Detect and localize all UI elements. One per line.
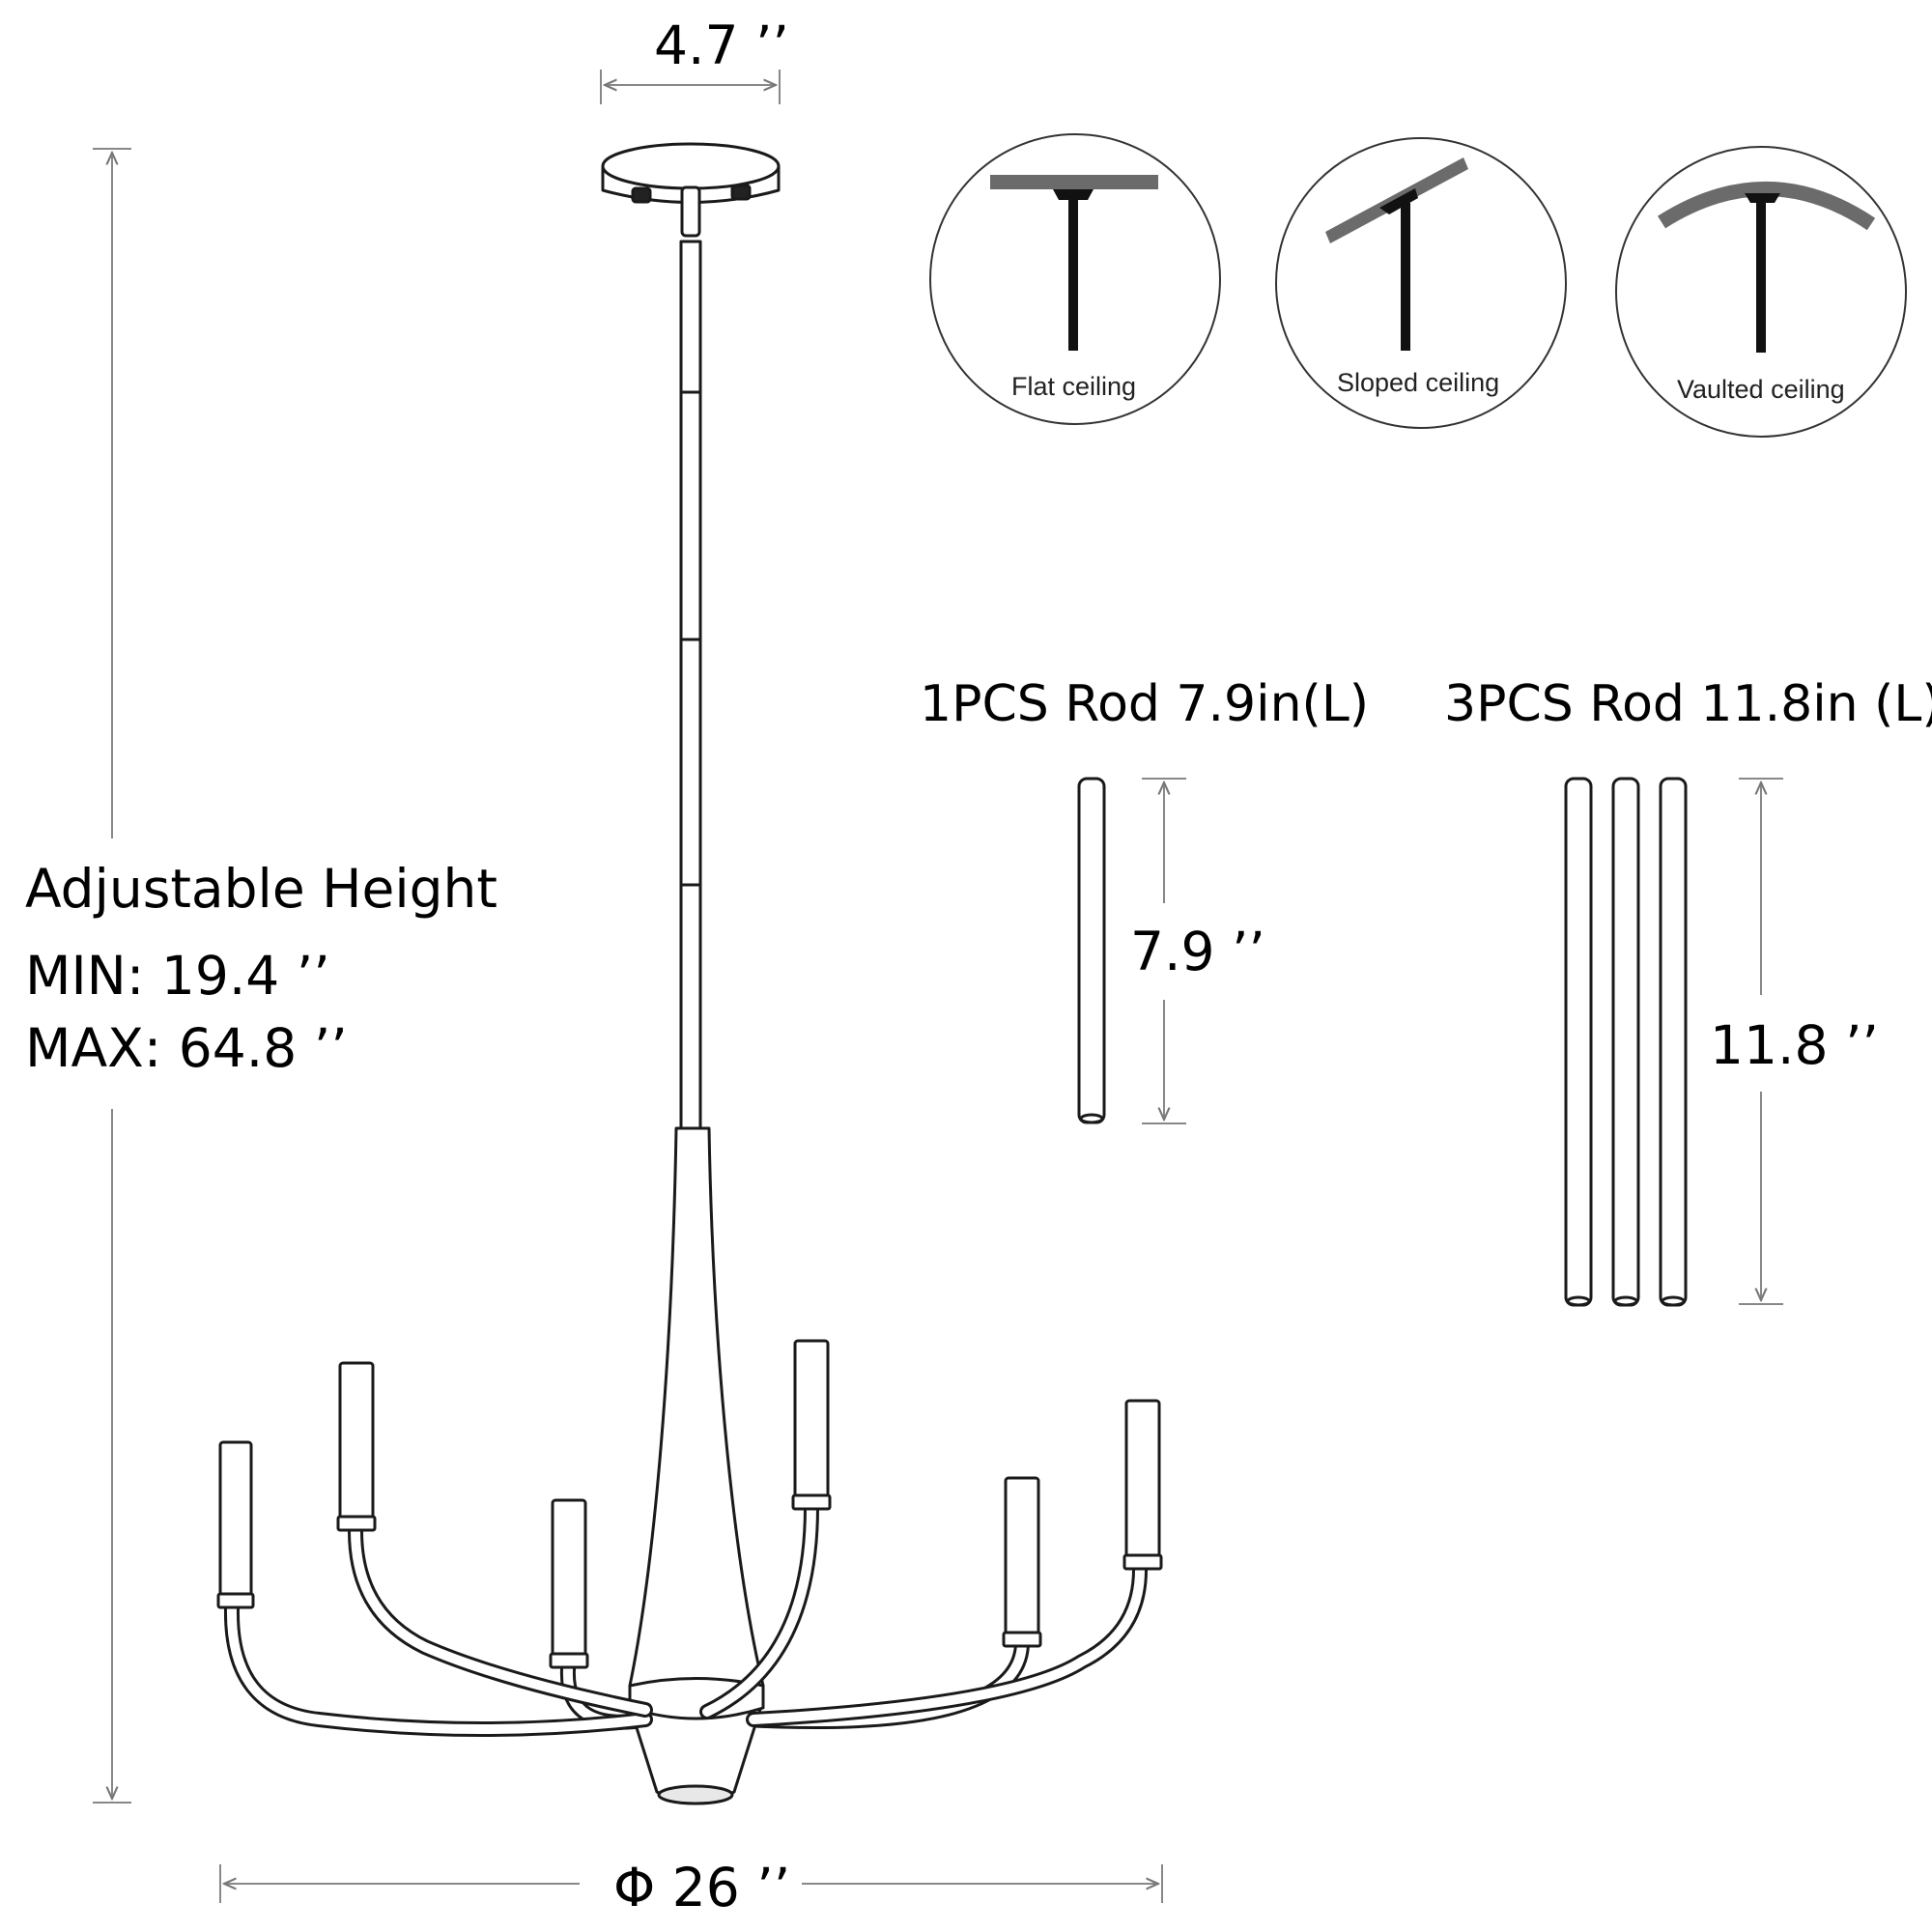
long-rod-length-label: 11.8 ’’ (1710, 1014, 1879, 1076)
long-rod-caption: 3PCS Rod 11.8in (L) (1444, 675, 1932, 733)
chandelier-body (628, 1126, 765, 1688)
sloped-ceiling-label: Sloped ceiling (1337, 368, 1500, 397)
min-height-label: MIN: 19.4 ’’ (25, 945, 330, 1007)
flat-ceiling-label: Flat ceiling (1011, 372, 1137, 401)
sloped-ceiling-icon (1275, 137, 1567, 429)
canopy (601, 142, 781, 238)
short-rod (1077, 777, 1106, 1124)
chandelier-drawing (216, 142, 1163, 1805)
flat-ceiling-icon (929, 133, 1221, 425)
arm-left-inner (351, 1526, 650, 1715)
long-rod-2 (1611, 777, 1640, 1307)
long-rod-1 (1564, 777, 1593, 1307)
candle-socket-2 (336, 1361, 377, 1532)
diameter-label: Φ 26 ’’ (613, 1857, 791, 1918)
short-rod-dimension (1142, 778, 1186, 1124)
candle-socket-4 (791, 1339, 832, 1511)
canopy-width-label: 4.7 ’’ (654, 14, 789, 76)
arm-far-left-inner (226, 1604, 650, 1734)
candle-socket-6 (1122, 1399, 1163, 1571)
diameter-dimension (219, 1864, 1163, 1903)
down-rod (679, 240, 702, 1132)
vaulted-ceiling-label: Vaulted ceiling (1677, 375, 1845, 404)
candle-socket-5 (1002, 1476, 1042, 1648)
vaulted-ceiling-icon (1615, 146, 1907, 438)
arm-center-right-inner (702, 1502, 816, 1717)
height-dimension (93, 148, 131, 1804)
short-rod-caption: 1PCS Rod 7.9in(L) (920, 675, 1370, 733)
arm-far-right-inner (749, 1565, 1145, 1724)
candle-socket-3 (549, 1498, 589, 1669)
short-rod-length-label: 7.9 ’’ (1130, 921, 1265, 982)
max-height-label: MAX: 64.8 ’’ (25, 1017, 348, 1079)
long-rod-3 (1659, 777, 1688, 1307)
canopy-width-dimension (600, 70, 781, 104)
center-hub (626, 1677, 765, 1805)
arm-left (348, 1523, 653, 1718)
candle-socket-1 (216, 1440, 255, 1609)
adjustable-height-title: Adjustable Height (25, 858, 497, 920)
long-rod-dimension (1739, 778, 1783, 1305)
